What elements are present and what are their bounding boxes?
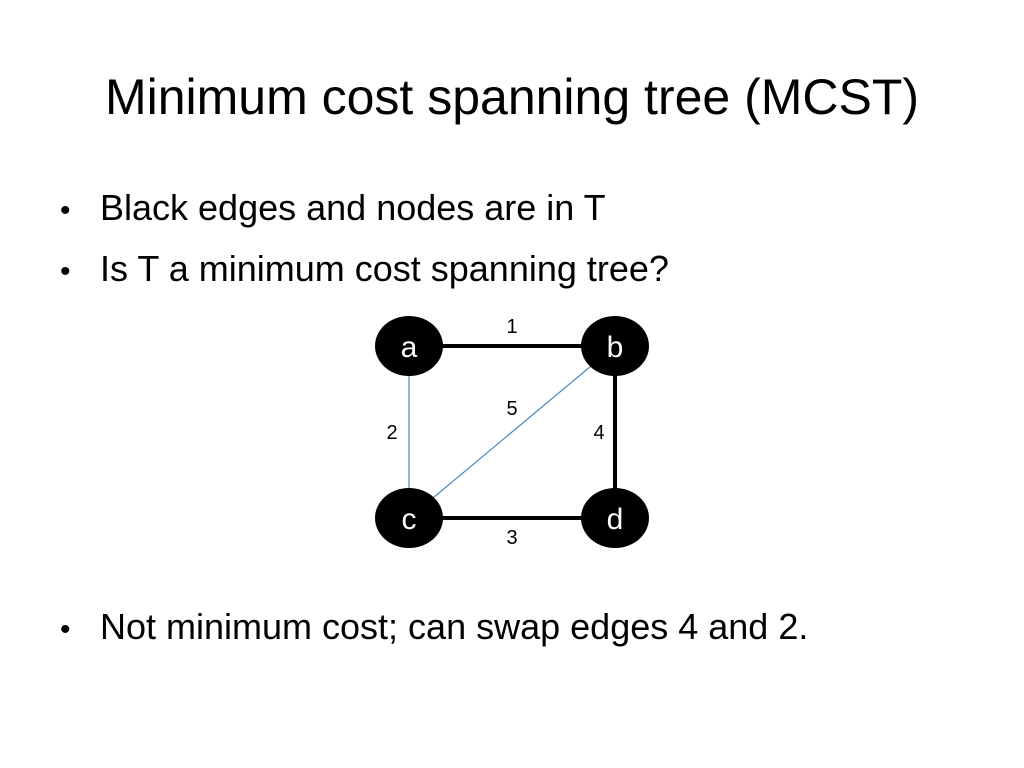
edge-b-c	[408, 345, 616, 519]
node-label-b: b	[607, 331, 624, 364]
graph-diagram: 1 2 3 4 5 a b c d	[375, 316, 649, 549]
bullet-item-3: • Not minimum cost; can swap edges 4 and …	[60, 605, 808, 652]
edge-weight-b-c: 5	[506, 398, 517, 420]
node-label-c: c	[402, 503, 417, 536]
edge-weight-a-b: 1	[506, 316, 517, 338]
edge-weight-a-c: 2	[386, 422, 397, 444]
bullet-item-1: • Black edges and nodes are in T	[60, 186, 606, 233]
bullet-text: Not minimum cost; can swap edges 4 and 2…	[100, 606, 809, 647]
slide-title: Minimum cost spanning tree (MCST)	[104, 69, 920, 125]
bullet-text: Black edges and nodes are in T	[100, 187, 606, 228]
edge-weight-b-d: 4	[593, 422, 604, 444]
node-c: c	[375, 488, 443, 548]
node-label-d: d	[607, 503, 624, 536]
node-b: b	[581, 316, 649, 376]
node-label-a: a	[401, 331, 418, 364]
bullet-dot: •	[60, 255, 71, 288]
edge-weight-c-d: 3	[506, 527, 517, 549]
node-a: a	[375, 316, 443, 376]
bullet-text: Is T a minimum cost spanning tree?	[100, 248, 669, 289]
bullet-dot: •	[60, 613, 71, 646]
bullet-dot: •	[60, 194, 71, 227]
node-d: d	[581, 488, 649, 548]
bullet-item-2: • Is T a minimum cost spanning tree?	[60, 247, 669, 294]
